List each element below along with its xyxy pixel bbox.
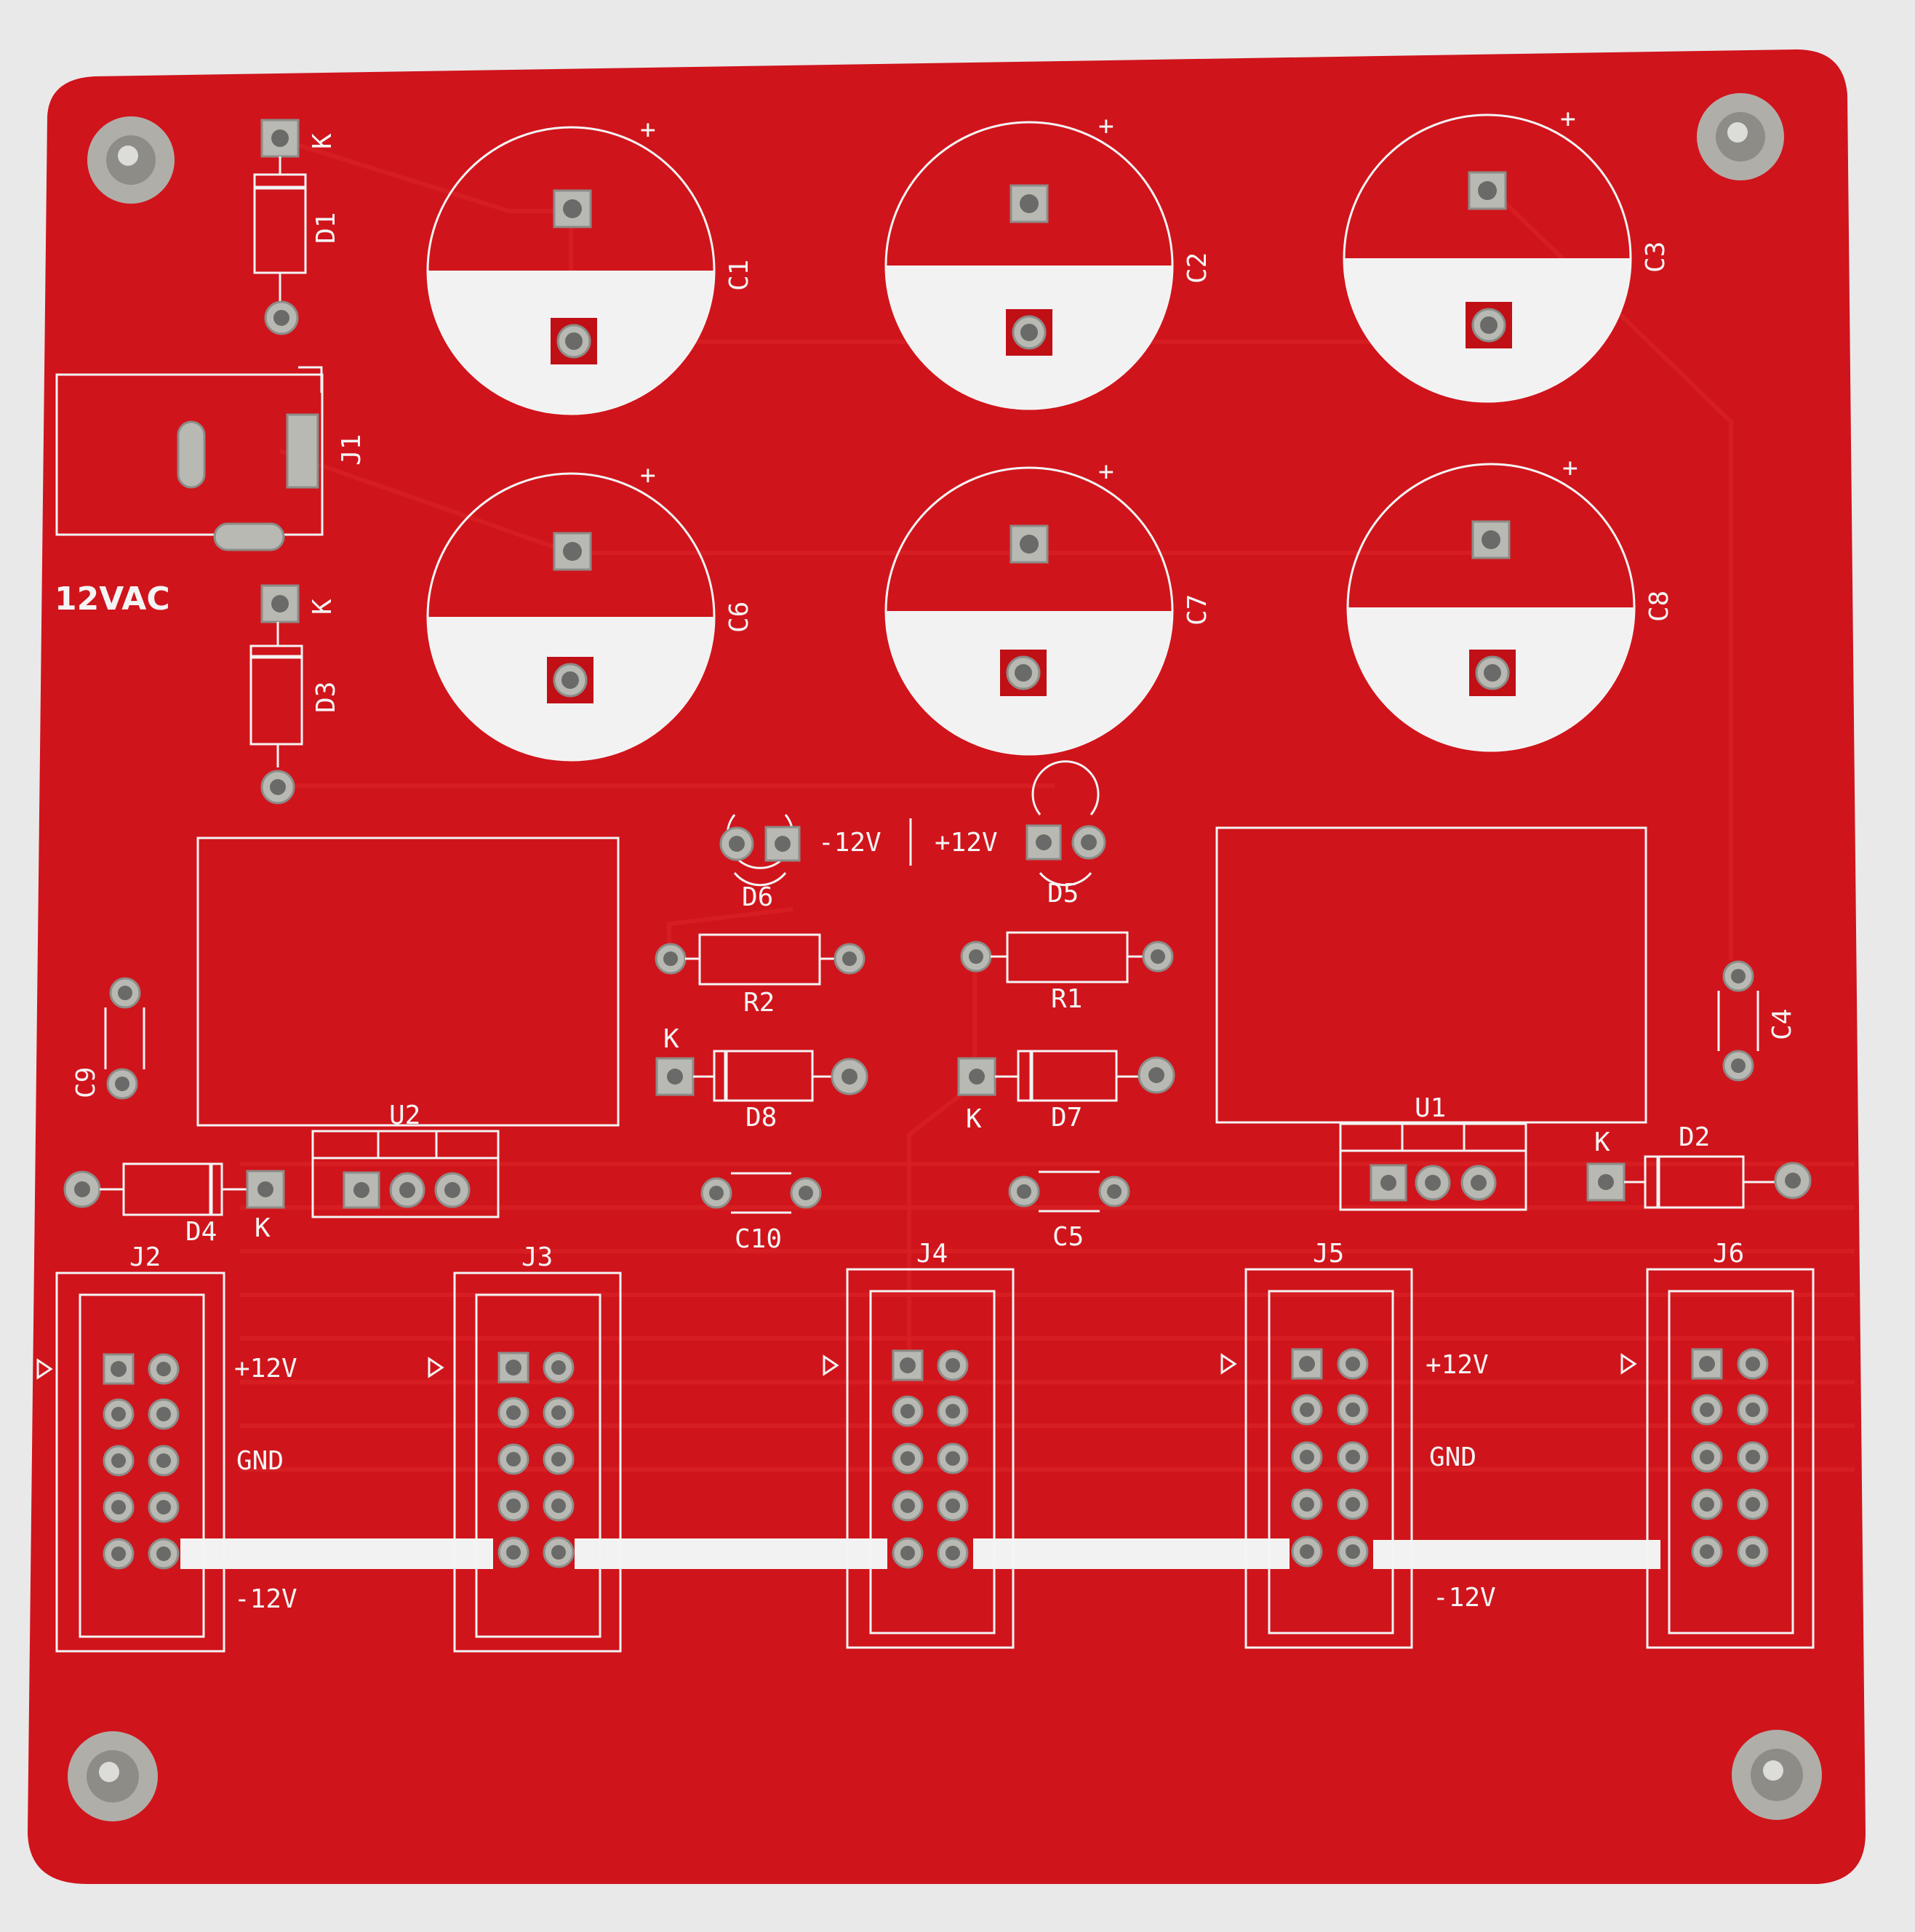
header-j2: J2 [36, 1242, 225, 1653]
bus-bars [180, 1538, 1660, 1569]
capacitor-c4: C4 [1717, 960, 1797, 1082]
led-d6: D6 [719, 814, 801, 912]
label-12vac: 12VAC [55, 580, 170, 618]
diode-d8: K D8 [655, 1024, 868, 1133]
mounting-holes [68, 93, 1822, 1821]
plus-mark: + [640, 460, 656, 490]
label-j2: J2 [129, 1242, 161, 1272]
label-j4: J4 [916, 1239, 948, 1269]
regulator-u2: U2 [196, 837, 620, 1218]
led-d5: D5 [1026, 760, 1106, 909]
plus-mark: + [640, 115, 656, 145]
resistor-r2: R2 [655, 933, 865, 1018]
label-c6: C6 [724, 602, 754, 633]
label-c4: C4 [1767, 1009, 1797, 1040]
diode-d4: D4 K [63, 1162, 285, 1247]
capacitor-c3: + C3 [1343, 104, 1671, 403]
diode-d3: K D3 [249, 584, 341, 805]
label-k: K [308, 133, 337, 149]
label-r1: R1 [1051, 984, 1082, 1014]
capacitor-c10: C10 [700, 1172, 822, 1254]
label-plus-12v: +12V [1426, 1350, 1489, 1380]
label-gnd: GND [1429, 1442, 1476, 1472]
label-d6: D6 [742, 882, 773, 912]
capacitor-c7: + C7 [884, 457, 1212, 756]
label-d7: D7 [1051, 1103, 1082, 1133]
label-j1: J1 [337, 434, 367, 466]
label-d5: D5 [1047, 879, 1079, 909]
label-k: K [966, 1104, 982, 1134]
label-plus-12v: +12V [935, 828, 998, 858]
diode-d1: K D1 [253, 119, 341, 335]
label-d8: D8 [745, 1103, 777, 1133]
label-j5: J5 [1313, 1239, 1344, 1269]
capacitor-c6: + C6 [426, 460, 754, 762]
header-j6: J6 [1620, 1239, 1815, 1649]
connector-j1: J1 [55, 366, 367, 551]
label-c5: C5 [1052, 1222, 1084, 1252]
resistor-r1: R1 [960, 931, 1174, 1014]
label-c2: C2 [1183, 252, 1212, 284]
plus-mark: + [1560, 104, 1576, 134]
header-j4: J4 [823, 1239, 1015, 1649]
label-d2: D2 [1679, 1122, 1710, 1152]
label-minus-12v: -12V [234, 1584, 297, 1614]
label-u2: U2 [389, 1101, 420, 1130]
capacitor-c5: C5 [1008, 1170, 1130, 1252]
label-c9: C9 [71, 1067, 101, 1098]
label-j3: J3 [521, 1242, 553, 1272]
header-j5: J5 [1220, 1239, 1413, 1649]
capacitor-c8: + C8 [1346, 453, 1674, 752]
diode-d7: K D7 [957, 1050, 1175, 1134]
plus-mark: + [1098, 111, 1114, 141]
label-k: K [255, 1213, 271, 1243]
label-r2: R2 [743, 988, 775, 1018]
label-plus-12v: +12V [234, 1354, 297, 1384]
plus-mark: + [1098, 457, 1114, 487]
capacitor-c1: + C1 [426, 115, 754, 415]
label-minus-12v: -12V [818, 828, 881, 858]
label-c8: C8 [1644, 591, 1674, 622]
label-minus-12v: -12V [1433, 1583, 1496, 1613]
label-u1: U1 [1415, 1093, 1446, 1123]
plus-mark: + [1562, 453, 1578, 483]
label-c3: C3 [1641, 242, 1671, 273]
label-d1: D1 [311, 212, 341, 244]
label-c10: C10 [735, 1224, 782, 1254]
diode-d2: K D2 [1586, 1122, 1812, 1209]
label-gnd: GND [236, 1446, 284, 1476]
label-d4: D4 [185, 1217, 217, 1247]
label-c1: C1 [724, 260, 754, 291]
regulator-u1: U1 [1215, 826, 1647, 1211]
label-c7: C7 [1183, 594, 1212, 626]
label-k: K [308, 599, 337, 615]
label-j6: J6 [1713, 1239, 1744, 1269]
label-d3: D3 [311, 682, 341, 713]
capacitor-c9: C9 [71, 977, 145, 1100]
label-k: K [1594, 1127, 1610, 1157]
capacitor-c2: + C2 [884, 111, 1212, 410]
label-k: K [663, 1024, 679, 1054]
header-j3: J3 [428, 1242, 622, 1653]
